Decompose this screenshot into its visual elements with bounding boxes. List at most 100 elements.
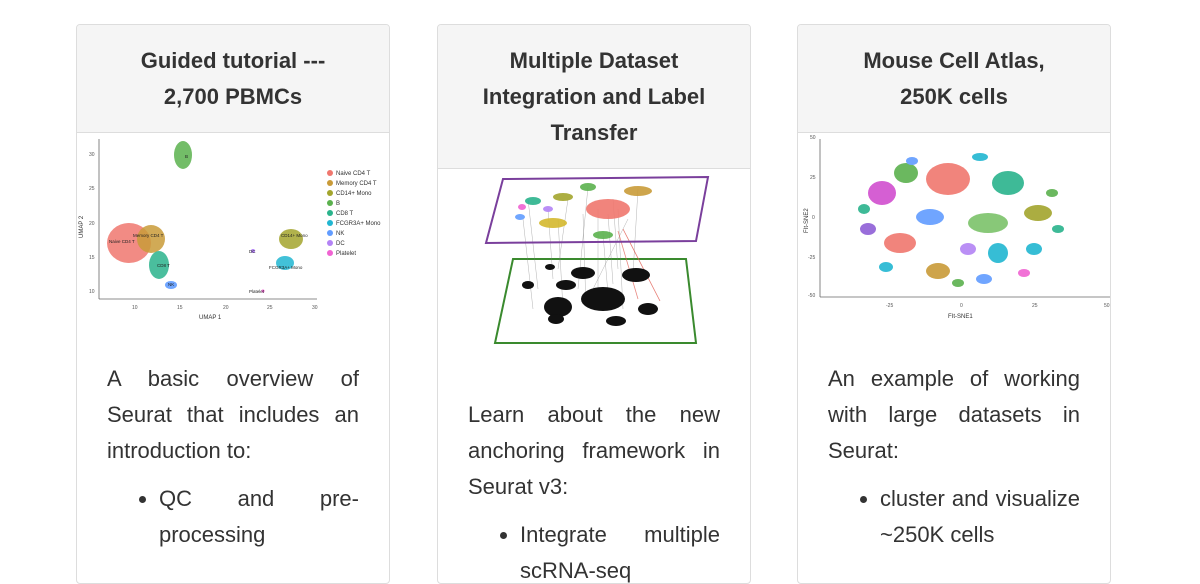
card-bullet-list: cluster and visualize ~250K cells — [828, 481, 1080, 553]
x-tick: 50 — [1104, 303, 1110, 309]
y-tick: 15 — [89, 255, 95, 261]
legend-swatch — [327, 220, 333, 226]
x-tick: 15 — [177, 305, 183, 311]
x-tick: 25 — [1032, 303, 1038, 309]
cluster-dc — [251, 249, 255, 253]
y-tick: -50 — [808, 293, 815, 299]
reference-cluster — [525, 197, 541, 205]
tutorial-card-integration[interactable]: Multiple Dataset Integration and Label T… — [437, 24, 751, 584]
card-header[interactable]: Mouse Cell Atlas, 250K cells — [798, 25, 1110, 133]
legend-label: B — [336, 201, 340, 207]
x-tick: 20 — [223, 305, 229, 311]
top-plane — [484, 175, 710, 245]
y-axis-label: UMAP 2 — [79, 215, 85, 238]
y-tick: -25 — [808, 255, 815, 261]
legend-swatch — [327, 210, 333, 216]
bottom-plane — [493, 258, 698, 344]
card-header[interactable]: Multiple Dataset Integration and Label T… — [438, 25, 750, 169]
plot-annotation: CD14+ Mono — [281, 233, 308, 238]
y-tick: 0 — [812, 215, 815, 221]
card-body[interactable]: Learn about the new anchoring framework … — [438, 373, 750, 583]
integration-diagram-svg — [484, 175, 710, 344]
legend-label: CD8 T — [336, 211, 354, 217]
card-bullet-item[interactable]: cluster and visualize ~250K cells — [880, 481, 1080, 553]
cluster-memory-cd4 — [137, 225, 165, 253]
umap-plot-image[interactable]: UMAP 2 UMAP 1 30 25 20 15 10 10 15 20 25… — [77, 133, 389, 337]
card-bullet-list: Integrate multiple scRNA-seq — [468, 517, 720, 583]
anchor-lines — [522, 186, 639, 310]
cluster-nk — [165, 281, 177, 289]
card-bullet-item[interactable]: QC and pre-processing — [159, 481, 359, 553]
card-title-line[interactable]: Mouse Cell Atlas, — [863, 48, 1045, 73]
tsne-plot-svg: FIt-SNE2 FIt-SNE1 50 25 0 -25 -50 -25 0 … — [804, 135, 1110, 320]
reference-cluster — [586, 199, 630, 219]
legend-label: CD14+ Mono — [336, 191, 372, 197]
cluster-cd8 — [149, 251, 169, 279]
reference-cluster — [553, 193, 573, 201]
legend-swatch — [327, 250, 333, 256]
query-clusters — [522, 264, 658, 326]
plot-annotation: NK — [168, 282, 174, 287]
y-tick: 25 — [810, 175, 816, 181]
reference-cluster — [515, 214, 525, 220]
legend-swatch — [327, 180, 333, 186]
card-title-line[interactable]: 250K cells — [900, 84, 1008, 109]
card-title-line[interactable]: Guided tutorial --- — [140, 48, 326, 73]
legend-swatch — [327, 200, 333, 206]
integration-diagram-image[interactable] — [438, 169, 750, 373]
plot-annotation: B — [185, 154, 188, 159]
reference-cluster — [580, 183, 596, 191]
legend-label: NK — [336, 231, 344, 237]
y-axis-label: FIt-SNE2 — [804, 208, 810, 233]
cluster-platelet — [261, 289, 265, 293]
cluster-cd14-mono — [279, 229, 303, 249]
umap-plot-svg: UMAP 2 UMAP 1 30 25 20 15 10 10 15 20 25… — [79, 139, 381, 321]
card-title-line[interactable]: 2,700 PBMCs — [163, 84, 303, 109]
card-bullet-list: QC and pre-processing — [107, 481, 359, 553]
tutorial-card-mouse-atlas[interactable]: Mouse Cell Atlas, 250K cells FIt-SNE2 FI… — [797, 24, 1111, 584]
label-transfer-line — [622, 228, 661, 302]
plot-annotation: FCGR3A+ Mono — [269, 265, 303, 270]
tsne-plot-image[interactable]: FIt-SNE2 FIt-SNE1 50 25 0 -25 -50 -25 0 … — [798, 133, 1110, 337]
legend-swatch — [327, 190, 333, 196]
plot-legend: Naive CD4 T Memory CD4 T CD14+ Mono B CD… — [327, 170, 381, 257]
legend-label: Platelet — [336, 251, 356, 257]
y-tick: 30 — [89, 152, 95, 158]
x-tick: 10 — [132, 305, 138, 311]
x-tick: -25 — [886, 303, 893, 309]
x-tick: 0 — [960, 303, 963, 309]
reference-cluster — [624, 186, 652, 196]
card-header[interactable]: Guided tutorial --- 2,700 PBMCs — [77, 25, 389, 133]
reference-cluster — [518, 204, 526, 210]
plot-annotation: CD8 T — [157, 263, 170, 268]
x-tick: 30 — [312, 305, 318, 311]
x-axis-label: UMAP 1 — [199, 315, 222, 321]
legend-swatch — [327, 230, 333, 236]
y-tick: 25 — [89, 186, 95, 192]
card-title-line[interactable]: Integration and Label — [482, 84, 706, 109]
card-description[interactable]: Learn about the new anchoring framework … — [468, 402, 720, 499]
cluster-b — [174, 141, 192, 169]
legend-label: FCGR3A+ Mono — [336, 221, 381, 227]
card-bullet-item[interactable]: Integrate multiple scRNA-seq — [520, 517, 720, 583]
cluster-fcgr3a-mono — [276, 256, 294, 270]
y-tick: 50 — [810, 135, 816, 141]
legend-label: Memory CD4 T — [336, 181, 377, 187]
card-title-line[interactable]: Multiple Dataset — [509, 48, 679, 73]
x-tick: 25 — [267, 305, 273, 311]
card-body[interactable]: An example of working with large dataset… — [798, 337, 1110, 553]
card-body[interactable]: A basic overview of Seurat that includes… — [77, 337, 389, 553]
reference-cluster — [539, 218, 567, 228]
plot-annotation: Platelet — [249, 289, 265, 294]
reference-cluster — [543, 206, 553, 212]
card-description[interactable]: An example of working with large dataset… — [828, 366, 1080, 463]
x-axis-label: FIt-SNE1 — [948, 314, 973, 320]
tutorial-card-pbmc[interactable]: Guided tutorial --- 2,700 PBMCs UMAP 2 U… — [76, 24, 390, 584]
legend-swatch — [327, 170, 333, 176]
card-description[interactable]: A basic overview of Seurat that includes… — [107, 366, 359, 463]
card-title-line[interactable]: Transfer — [550, 120, 638, 145]
reference-cluster — [593, 231, 613, 239]
legend-swatch — [327, 240, 333, 246]
y-tick: 20 — [89, 221, 95, 227]
plot-annotation: Naive CD4 T — [109, 239, 135, 244]
